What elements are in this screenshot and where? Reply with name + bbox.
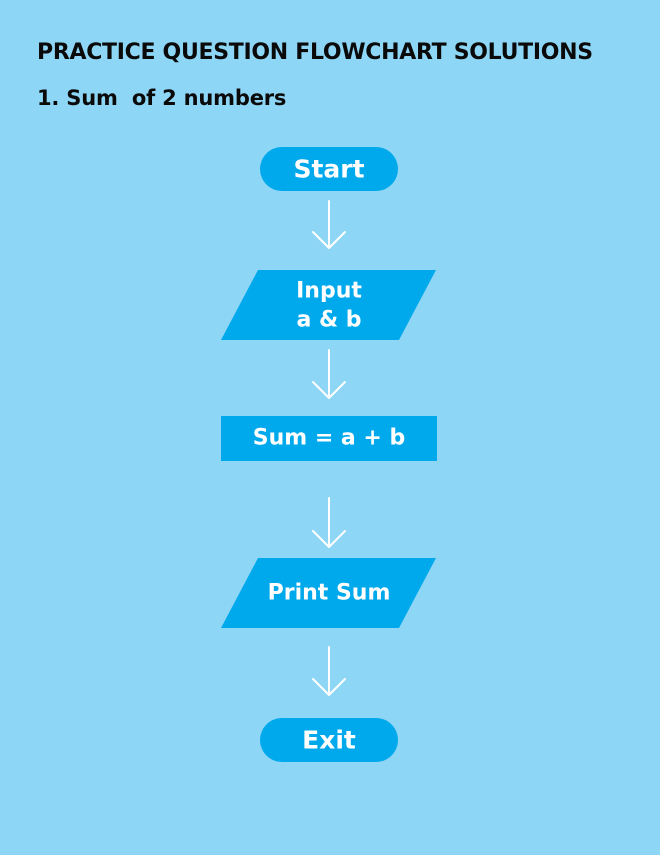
arrow-input-to-process <box>312 349 346 399</box>
input-node-label-line1: Input <box>296 279 362 304</box>
input-node-label-line2: a & b <box>296 308 361 333</box>
process-node: Sum = a + b <box>221 416 437 461</box>
output-node-shape <box>221 558 436 628</box>
input-node-shape <box>221 270 436 340</box>
start-node-label: Start <box>293 155 364 184</box>
exit-node-label: Exit <box>302 726 356 755</box>
arrow-process-to-output <box>312 497 346 548</box>
question-subtitle: 1. Sum of 2 numbers <box>37 86 287 110</box>
start-node: Start <box>260 147 398 191</box>
exit-node-shape <box>260 718 398 762</box>
page-title: PRACTICE QUESTION FLOWCHART SOLUTIONS <box>37 40 593 65</box>
output-node: Print Sum <box>221 558 436 628</box>
input-node: Input a & b <box>221 270 436 340</box>
arrow-start-to-input <box>312 200 346 249</box>
process-node-shape <box>221 416 437 461</box>
arrow-output-to-exit <box>312 646 346 696</box>
output-node-label: Print Sum <box>268 581 391 606</box>
process-node-label: Sum = a + b <box>253 426 406 451</box>
start-node-shape <box>260 147 398 191</box>
exit-node: Exit <box>260 718 398 762</box>
